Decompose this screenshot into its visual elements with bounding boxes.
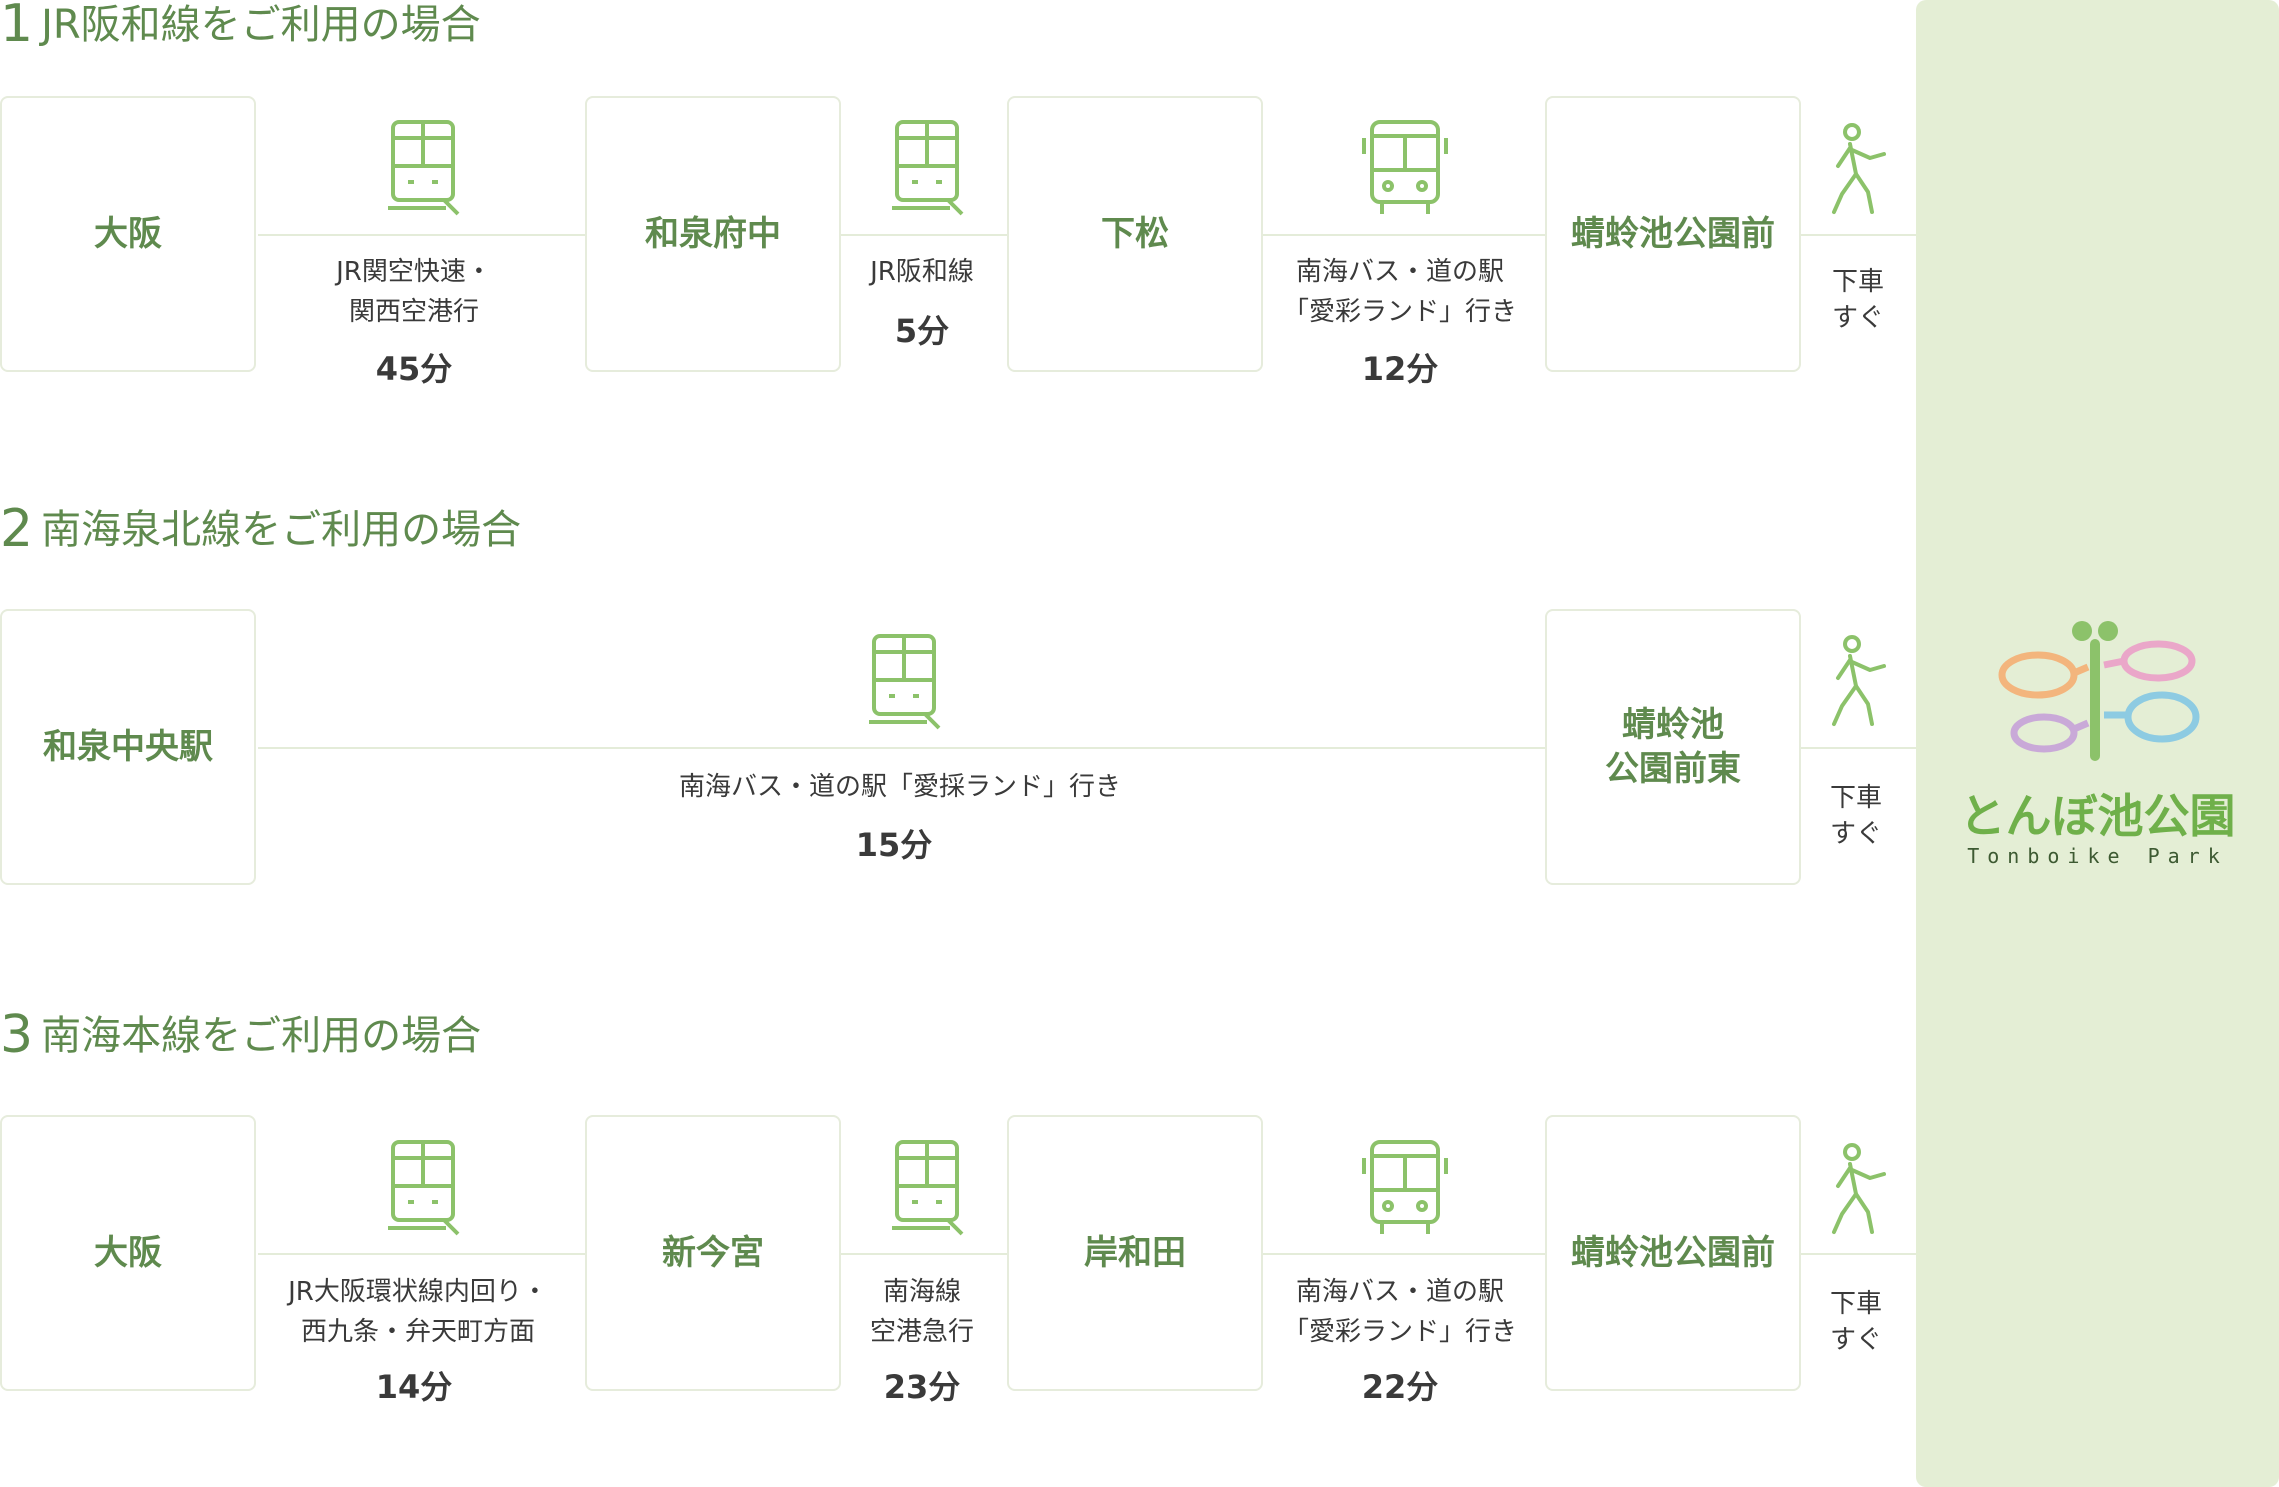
station-box: 大阪 [0,1115,256,1391]
walking-person-icon [1832,635,1886,726]
leg-description: 南海バス・道の駅 「愛彩ランド」行き [1282,1277,1518,1347]
station-box: 蜻蛉池 公園前東 [1545,609,1801,885]
station-box: 下松 [1007,96,1263,372]
leg-time: 12分 [1361,350,1439,388]
route-title: 南海本線をご利用の場合 [41,1013,482,1059]
leg-description: 南海バス・道の駅 「愛彩ランド」行き [1282,257,1518,327]
dragonfly-logo-icon [1998,621,2200,761]
leg-time: 45分 [375,350,453,388]
train-icon [388,120,460,216]
station-box: 蜻蛉池公園前 [1545,96,1801,372]
leg-time: 14分 [375,1368,453,1406]
walking-person-icon [1832,1143,1886,1234]
bus-icon [1362,1140,1448,1234]
bus-icon [1362,120,1448,214]
route-number: 3 [0,1005,34,1065]
route-title: JR阪和線をご利用の場合 [41,2,481,48]
get-off-label: 下車 すぐ [1829,1289,1883,1355]
route-line [258,747,1916,749]
route-number: 1 [0,0,34,54]
station-box: 蜻蛉池公園前 [1545,1115,1801,1391]
train-icon [892,1140,964,1236]
leg-description: JR関空快速・ 関西空港行 [336,257,492,327]
leg-time: 23分 [883,1368,961,1406]
leg-time: 5分 [894,312,950,350]
leg-description: JR阪和線 [870,257,974,287]
train-icon [892,120,964,216]
train-icon [869,634,941,730]
leg-time: 22分 [1361,1368,1439,1406]
train-icon [388,1140,460,1236]
station-box: 岸和田 [1007,1115,1263,1391]
leg-description: 南海線 空港急行 [869,1277,975,1347]
route-number: 2 [0,499,34,559]
get-off-label: 下車 すぐ [1831,267,1885,333]
walking-person-icon [1832,123,1886,214]
station-box: 和泉中央駅 [0,609,256,885]
station-box: 新今宮 [585,1115,841,1391]
leg-time: 15分 [855,826,933,864]
logo-name: とんぼ池公園 [1959,789,2236,843]
leg-description: 南海バス・道の駅「愛採ランド」行き [678,772,1122,802]
route-title: 南海泉北線をご利用の場合 [41,507,522,553]
station-box: 和泉府中 [585,96,841,372]
station-box: 大阪 [0,96,256,372]
get-off-label: 下車 すぐ [1829,783,1883,849]
leg-description: JR大阪環状線内回り・ 西九条・弁天町方面 [288,1277,548,1347]
logo-subtitle: Tonboike Park [1967,844,2228,868]
